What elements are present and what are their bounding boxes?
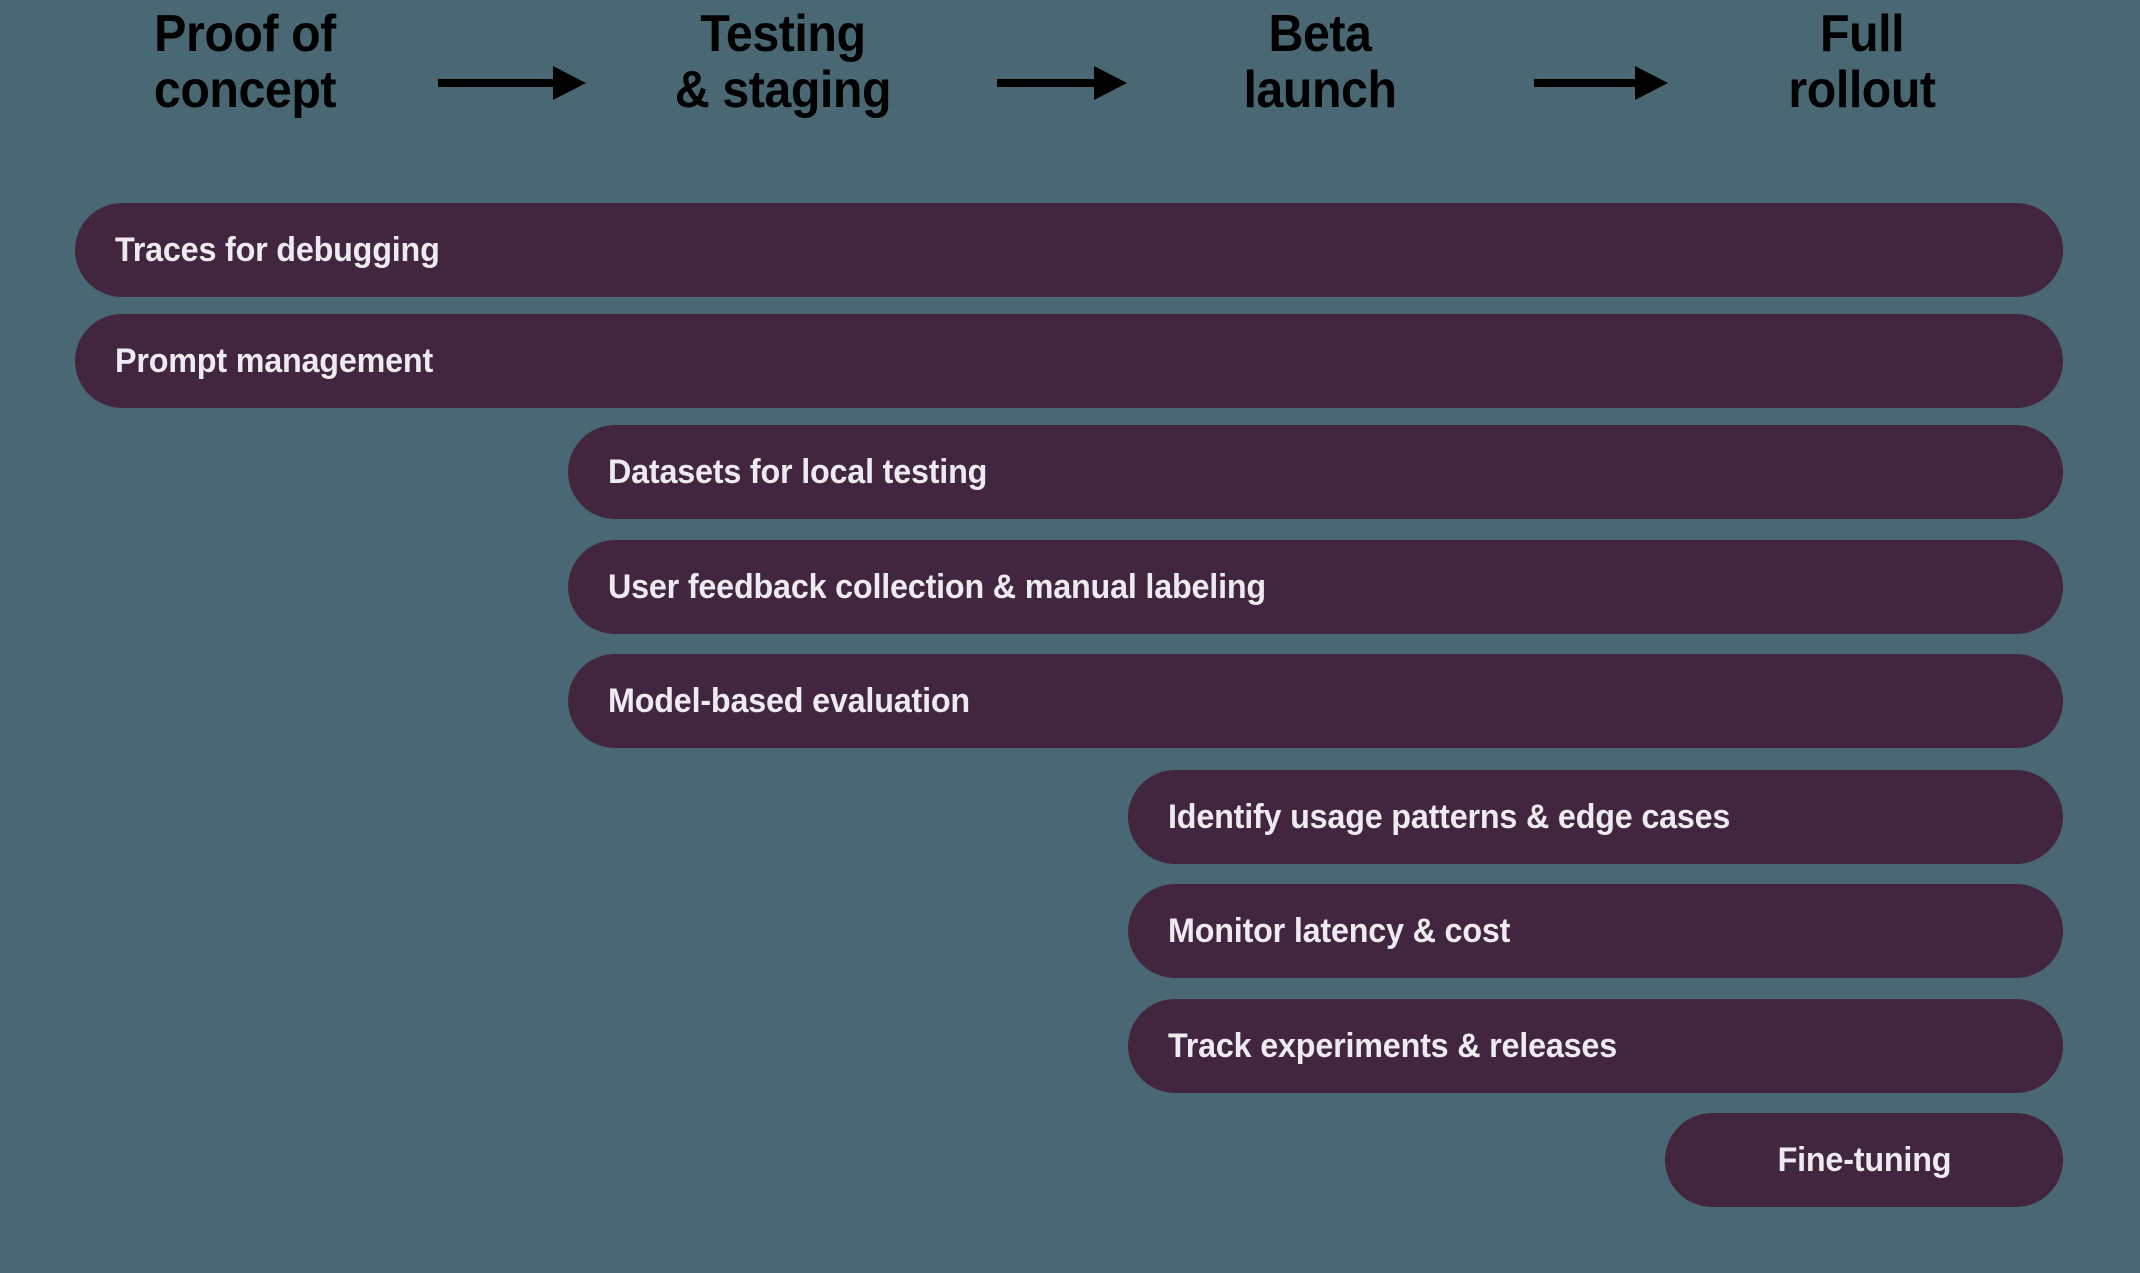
capability-pill-model-based-evaluation[interactable]: Model-based evaluation — [568, 654, 2063, 748]
capability-pill-label: Track experiments & releases — [1168, 1027, 1617, 1065]
stage-label-testing-and-staging: Testing & staging — [674, 5, 892, 120]
capability-pill-label: Identify usage patterns & edge cases — [1168, 798, 1731, 836]
capability-pill-user-feedback-collection-and-manual-labeling[interactable]: User feedback collection & manual labeli… — [568, 540, 2063, 634]
arrow-right-icon-beta-to-rollout — [1534, 66, 1668, 100]
capability-pill-fine-tuning[interactable]: Fine-tuning — [1665, 1113, 2063, 1207]
stage-label-beta-launch: Beta launch — [1243, 5, 1397, 120]
capability-pill-datasets-for-local-testing[interactable]: Datasets for local testing — [568, 425, 2063, 519]
capability-pill-prompt-management[interactable]: Prompt management — [75, 314, 2063, 408]
arrow-right-icon-poc-to-testing — [438, 66, 586, 100]
capability-pill-label: Traces for debugging — [115, 231, 440, 269]
stage-label-proof-of-concept: Proof of concept — [153, 5, 337, 120]
stage-header-row: Proof of concept Testing & staging Beta … — [0, 0, 2140, 170]
capability-pill-label: Fine-tuning — [1777, 1141, 1951, 1179]
capability-pill-label: Monitor latency & cost — [1168, 912, 1511, 950]
capability-pill-traces-for-debugging[interactable]: Traces for debugging — [75, 203, 2063, 297]
capability-pill-label: Datasets for local testing — [608, 453, 988, 491]
capability-pill-label: Prompt management — [115, 342, 434, 380]
stage-label-full-rollout: Full rollout — [1788, 5, 1936, 120]
capability-pill-label: Model-based evaluation — [608, 682, 970, 720]
capability-pill-identify-usage-patterns-and-edge-cases[interactable]: Identify usage patterns & edge cases — [1128, 770, 2063, 864]
capability-pill-track-experiments-and-releases[interactable]: Track experiments & releases — [1128, 999, 2063, 1093]
arrow-right-icon-testing-to-beta — [997, 66, 1127, 100]
capability-pill-label: User feedback collection & manual labeli… — [608, 568, 1266, 606]
capability-pill-monitor-latency-and-cost[interactable]: Monitor latency & cost — [1128, 884, 2063, 978]
